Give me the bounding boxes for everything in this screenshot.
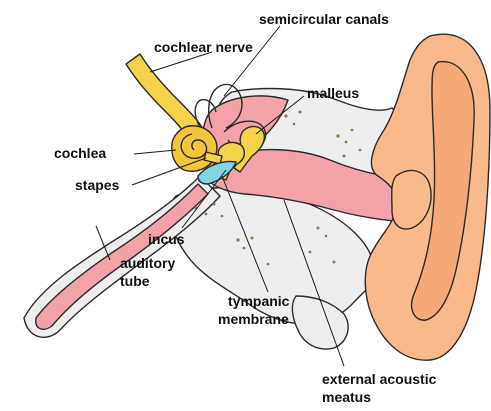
bone-speck [284,114,287,117]
leader-cochlear-nerve [150,52,212,72]
bone-speck [309,251,312,254]
cochlea-shape [172,126,217,171]
bone-speck [236,238,239,241]
leader-semicircular-canals [224,26,280,96]
bone-speck [243,247,246,250]
bone-speck [205,213,208,216]
label-tympanic-membrane-line1: tympanic [228,293,290,309]
bone-speck [251,237,254,240]
label-malleus: malleus [307,85,359,101]
label-cochlear-nerve: cochlear nerve [154,39,253,55]
label-external-acoustic-meatus-line2: meatus [322,389,371,405]
bone-speck [351,129,354,132]
label-external-acoustic-meatus-line1: external acoustic [322,371,437,387]
label-semicircular-canals: semicircular canals [259,11,389,27]
label-stapes: stapes [75,177,120,193]
leader-cochlea [134,150,176,154]
label-tympanic-membrane-line2: membrane [218,311,289,327]
bone-speck [293,123,296,126]
label-incus: incus [148,231,185,247]
bone-speck [343,155,346,158]
bone-speck [317,227,320,230]
label-cochlea: cochlea [54,145,106,161]
label-auditory-tube-line1: auditory [120,255,175,271]
bone-speck [336,134,339,137]
bone-speck [267,263,270,266]
cochlea-body [172,126,217,171]
bone-speck [359,149,362,152]
bone-speck [299,111,302,114]
label-auditory-tube-line2: tube [120,273,150,289]
bone-speck [345,141,348,144]
bone-speck [333,261,336,264]
bone-speck [325,235,328,238]
bone-speck [221,215,224,218]
bone-speck [213,203,216,206]
